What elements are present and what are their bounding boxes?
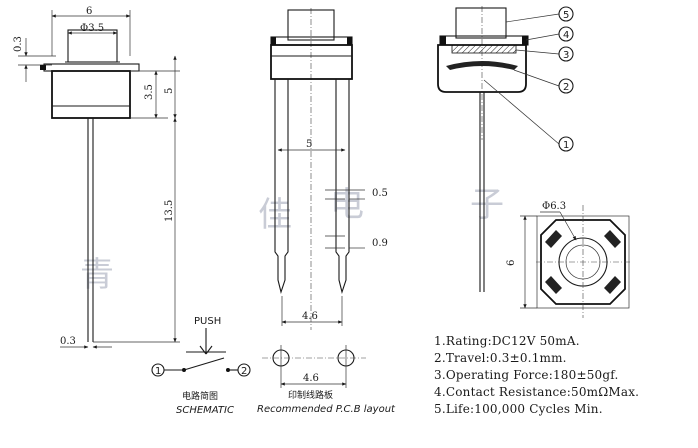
dim-diameter-label: Φ3.5 bbox=[80, 23, 104, 34]
schematic-caption-en: SCHEMATIC bbox=[176, 405, 234, 416]
callout-4: 4 bbox=[563, 30, 569, 41]
dim-height-label: 5 bbox=[164, 88, 175, 94]
schematic-caption-cn: 电路简图 bbox=[182, 390, 218, 402]
callout-3: 3 bbox=[563, 50, 569, 61]
callout-2: 2 bbox=[563, 82, 569, 93]
dim-lead-thk-label: 0.3 bbox=[60, 336, 76, 347]
terminal-1-label: 1 bbox=[155, 366, 161, 377]
dim-top-label: 0.3 bbox=[13, 36, 24, 52]
spec-item: 2.Travel:0.3±0.1mm. bbox=[434, 351, 567, 365]
dim-pitch-label: 4.6 bbox=[302, 311, 318, 322]
watermark-char: 子 bbox=[470, 185, 504, 225]
dim-body-label: 3.5 bbox=[144, 84, 155, 100]
spec-list: 1.Rating:DC12V 50mA. 2.Travel:0.3±0.1mm.… bbox=[434, 334, 639, 416]
dim-lead-width-label: 0.5 bbox=[372, 188, 388, 199]
terminal-2-label: 2 bbox=[241, 366, 247, 377]
schematic: PUSH 1 2 电路简图 SCHEMATIC bbox=[151, 316, 251, 416]
callout-1: 1 bbox=[563, 140, 569, 151]
watermark: 青 佳 电 子 bbox=[80, 185, 504, 295]
watermark-char: 电 bbox=[330, 185, 364, 225]
spec-item: 3.Operating Force:180±50gf. bbox=[434, 368, 618, 382]
push-label: PUSH bbox=[194, 316, 221, 327]
dim-lead-span-label: 5 bbox=[306, 139, 312, 150]
side-view: 6 Φ3.5 0.3 3.5 5 13.5 0.3 bbox=[13, 6, 180, 349]
spec-item: 5.Life:100,000 Cycles Min. bbox=[434, 402, 603, 416]
spec-item: 4.Contact Resistance:50mΩMax. bbox=[434, 385, 639, 399]
pcb-caption-en: Recommended P.C.B layout bbox=[257, 404, 396, 415]
watermark-char: 青 bbox=[80, 255, 114, 295]
pcb-layout: 4.6 印制线路板 Recommended P.C.B layout bbox=[257, 345, 396, 415]
exploded-view: 5 4 3 2 1 bbox=[437, 6, 574, 292]
top-dim-diameter-label: Φ6.3 bbox=[542, 201, 566, 212]
dim-lead-label: 13.5 bbox=[164, 200, 175, 222]
pcb-dim-pitch-label: 4.6 bbox=[303, 373, 319, 384]
top-dim-side-label: 6 bbox=[506, 260, 517, 266]
dim-width-label: 6 bbox=[86, 6, 92, 17]
front-view: 5 0.5 0.9 4.6 bbox=[270, 8, 388, 330]
callout-5: 5 bbox=[563, 10, 569, 21]
dim-lead-shoulder-label: 0.9 bbox=[372, 238, 388, 249]
top-view: Φ6.3 6 bbox=[506, 201, 632, 318]
pcb-caption-cn: 印制线路板 bbox=[288, 389, 333, 401]
spec-item: 1.Rating:DC12V 50mA. bbox=[434, 334, 580, 348]
